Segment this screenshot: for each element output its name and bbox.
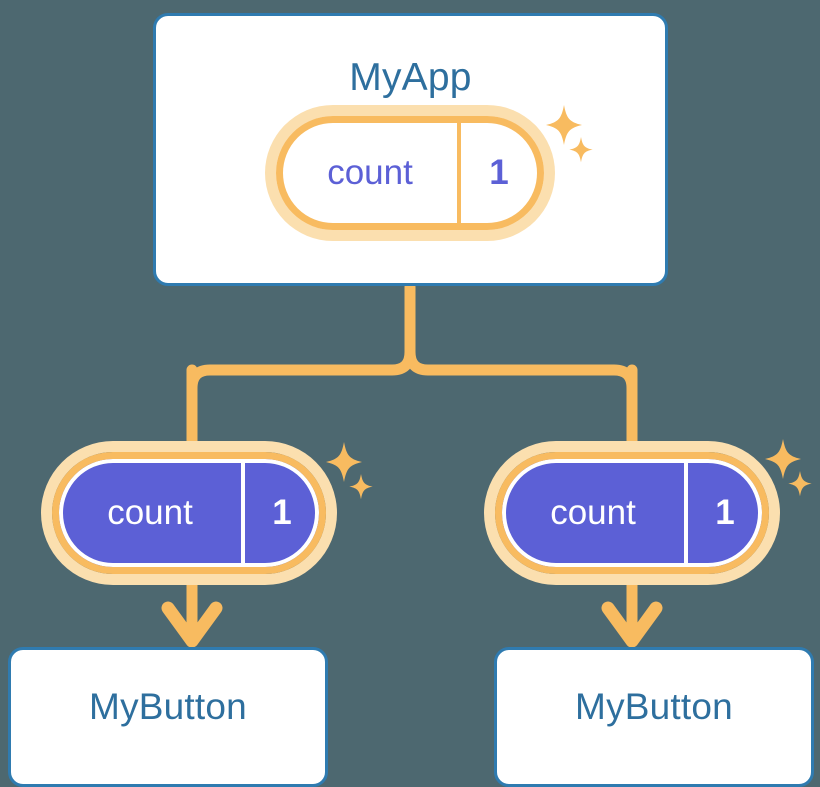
arrow-to-mybutton-left (161, 572, 223, 648)
state-pill-inner: count 1 (495, 452, 769, 574)
state-key-label: count (107, 493, 193, 532)
state-key-label: count (550, 493, 636, 532)
branch-right-elbow (404, 346, 638, 394)
branch-verticals (186, 281, 638, 468)
page-title: MyApp (349, 56, 472, 99)
state-value-label: 1 (684, 459, 762, 567)
sparkle-large-icon (326, 442, 362, 482)
sparkles-right (765, 439, 812, 497)
component-card-mybutton-left[interactable]: MyButton (8, 647, 328, 787)
state-value-label: 1 (457, 123, 537, 223)
diagram-canvas: MyApp count 1 count 1 count 1 MyButton M… (8, 13, 814, 787)
state-pill-inner: count 1 (52, 452, 326, 574)
component-card-mybutton-right[interactable]: MyButton (494, 647, 814, 787)
state-pill-child-left[interactable]: count 1 (52, 452, 326, 574)
component-title: MyButton (575, 686, 733, 727)
state-pill-myapp[interactable]: count 1 (276, 116, 544, 230)
state-value-label: 1 (241, 459, 319, 567)
component-title: MyButton (89, 686, 247, 727)
state-pill-inner: count 1 (276, 116, 544, 230)
state-pill-child-right[interactable]: count 1 (495, 452, 769, 574)
branch-left-elbow (186, 346, 416, 394)
sparkle-small-icon (788, 471, 812, 497)
sparkle-small-icon (349, 474, 373, 500)
sparkle-large-icon (765, 439, 801, 479)
state-key-label: count (327, 153, 413, 192)
sparkles-left (326, 442, 373, 500)
arrow-to-mybutton-right (601, 572, 663, 648)
